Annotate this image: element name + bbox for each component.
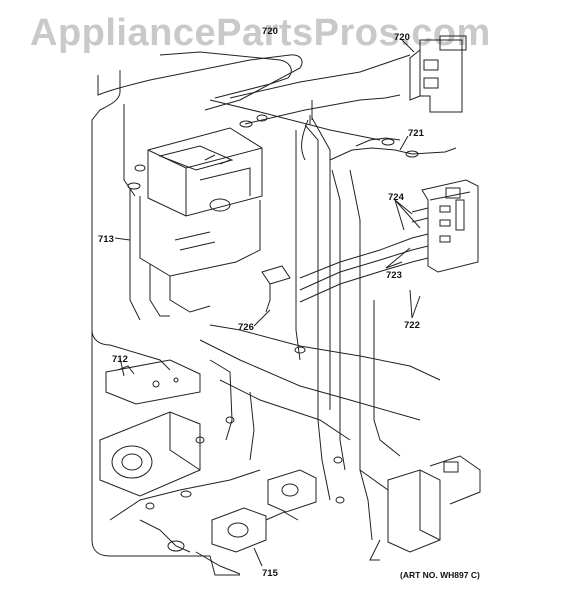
callout-721: 721: [408, 128, 425, 139]
lower-right-assembly: [388, 470, 440, 552]
lower-harness-2: [200, 340, 420, 420]
valve-assembly-715: [212, 508, 266, 552]
callout-720: 720: [394, 32, 410, 43]
lower-harness-1: [210, 325, 440, 380]
harness-wire-to-720: [230, 55, 410, 98]
lower-left-wire: [110, 470, 260, 520]
harness-top-wire: [160, 52, 291, 98]
connector-726: [262, 266, 290, 284]
wire-721: [330, 148, 456, 160]
harness-outer-wire: [92, 70, 240, 575]
callout-726: 726: [238, 322, 254, 333]
watermark-text: AppliancePartsPros.com: [30, 12, 491, 54]
callout-715: 715: [262, 568, 279, 579]
control-board: [422, 180, 478, 272]
callout-723: 723: [386, 270, 402, 281]
harness-top-wire-b: [210, 100, 380, 140]
callout-712: 712: [112, 354, 128, 365]
board-wire-1: [300, 234, 428, 278]
callout-713: 713: [98, 234, 114, 245]
upper-bracket: [420, 40, 462, 112]
lower-harness-3: [220, 380, 350, 440]
vertical-wire-3: [332, 170, 345, 470]
board-wire-2: [300, 246, 428, 290]
valve-2: [268, 470, 316, 512]
right-vertical-wire: [374, 300, 400, 456]
art-number: (ART NO. WH897 C): [400, 570, 480, 580]
callout-720-left: 720: [262, 26, 278, 37]
vertical-wire-5: [310, 115, 330, 410]
ice-maker-box: [148, 128, 262, 216]
harness-wire-to-720b: [245, 95, 400, 124]
housing-assembly: [140, 196, 260, 276]
board-wire-3: [300, 258, 428, 302]
vertical-wire-1: [296, 130, 300, 360]
bracket-712: [106, 360, 200, 404]
left-wire-713: [130, 188, 140, 320]
vertical-wire-2: [305, 125, 330, 500]
callout-724: 724: [388, 192, 405, 203]
callout-722: 722: [404, 320, 420, 331]
harness-outer-wire-2: [98, 55, 302, 110]
